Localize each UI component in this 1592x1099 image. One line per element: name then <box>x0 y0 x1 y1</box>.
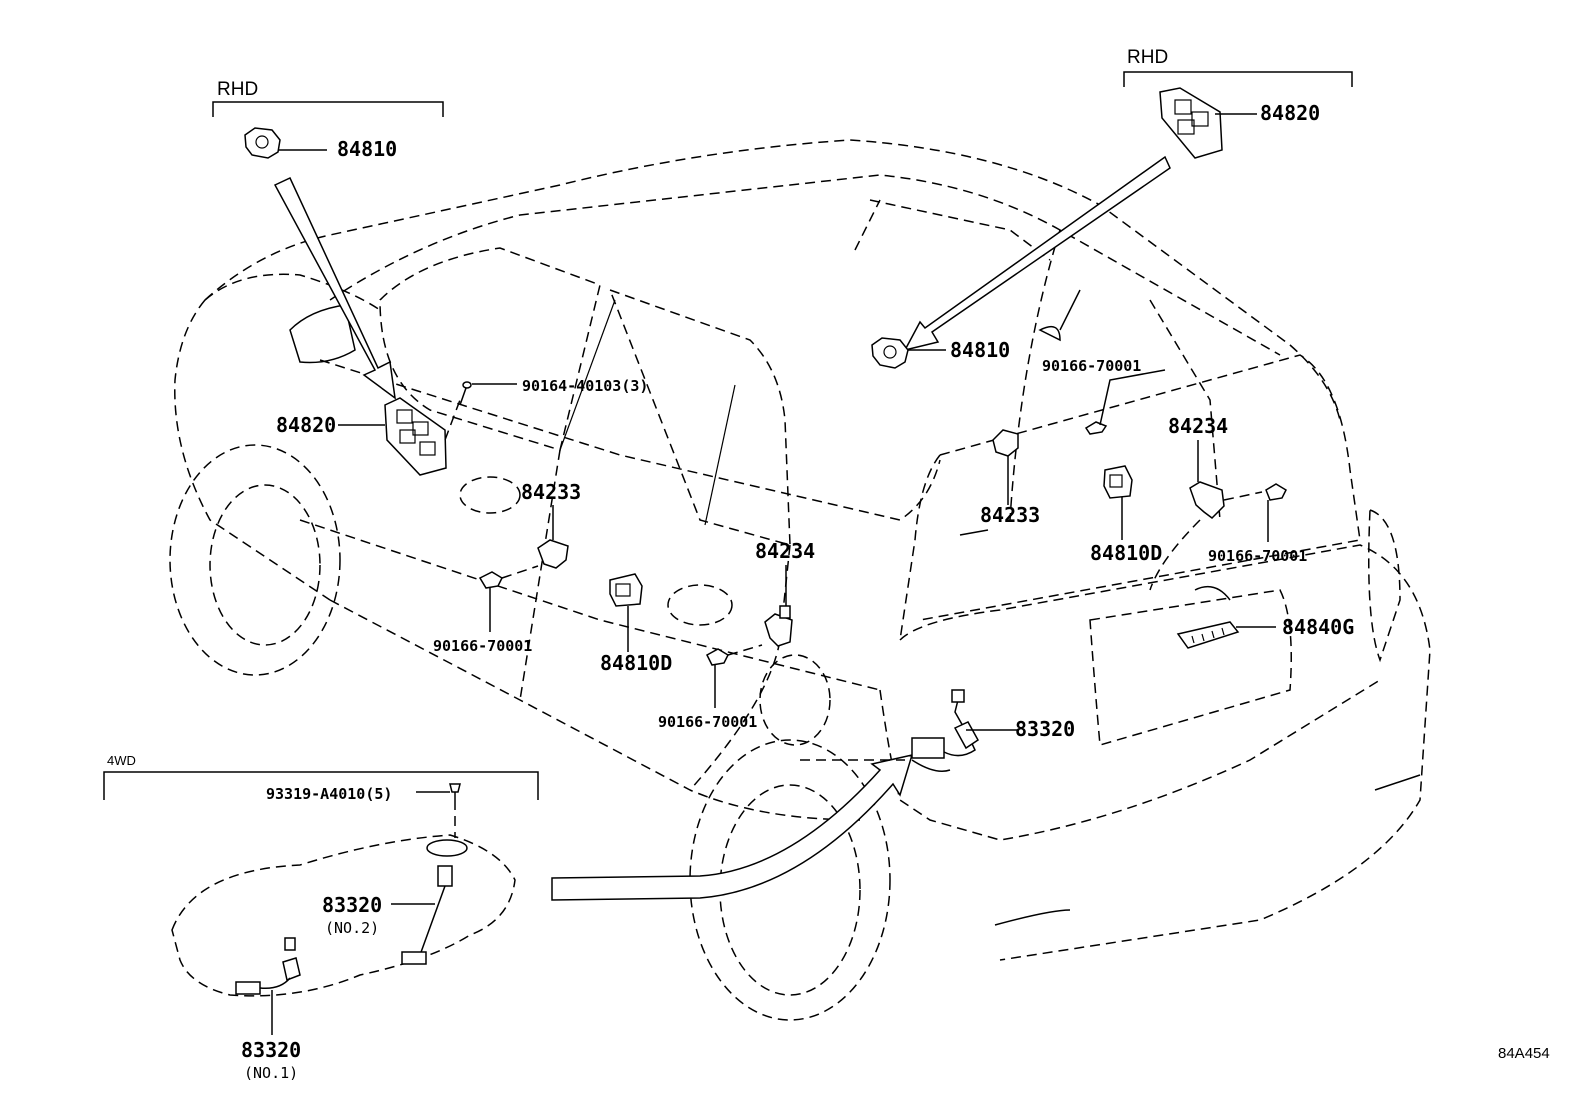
part-84810-main[interactable] <box>871 337 946 369</box>
label-83320-main: 83320 <box>1015 717 1075 741</box>
label-90166-rear: 90166-70001 <box>1208 547 1307 565</box>
part-84233-rear[interactable] <box>959 429 1019 536</box>
part-84820-rhd[interactable] <box>1159 87 1257 159</box>
group-bracket-4wd: 4WD <box>103 753 539 800</box>
label-84234-rear: 84234 <box>1168 414 1228 438</box>
label-84820-main: 84820 <box>276 413 336 437</box>
part-90166-roof[interactable] <box>1084 369 1166 435</box>
part-84234-mid[interactable] <box>764 565 793 647</box>
part-90166-front[interactable] <box>478 565 539 632</box>
part-84810D-front[interactable] <box>609 573 643 652</box>
part-84810-rhd[interactable] <box>244 127 327 159</box>
label-84233-rear: 84233 <box>980 503 1040 527</box>
callout-labels: 84810 84820 84810 84820 90164-40103(3) 9… <box>241 101 1550 1082</box>
label-84810-main: 84810 <box>950 338 1010 362</box>
part-90166-rear[interactable] <box>1149 483 1287 591</box>
part-84234-rear[interactable] <box>1189 440 1263 519</box>
group-bracket-rhd-left: RHD <box>212 79 444 117</box>
figure-code: 84A454 <box>1498 1045 1550 1062</box>
label-84234-mid: 84234 <box>755 539 815 563</box>
label-90166-mid: 90166-70001 <box>658 713 757 731</box>
label-83320-no1-sub: (NO.1) <box>244 1064 298 1082</box>
part-90166-mid[interactable] <box>706 644 763 708</box>
part-84810D-rear[interactable] <box>1103 465 1133 540</box>
label-84810D-rear: 84810D <box>1090 541 1162 565</box>
group-label-rhd-right: RHD <box>1127 47 1168 68</box>
group-label-4wd: 4WD <box>107 753 136 768</box>
locator-arrows <box>273 155 1171 901</box>
part-84233-front[interactable] <box>537 505 569 569</box>
part-83320-no1[interactable] <box>235 937 301 1035</box>
part-83320-main[interactable] <box>911 689 1018 772</box>
label-90166-roof: 90166-70001 <box>1042 357 1141 375</box>
vehicle-outline <box>169 139 1431 1021</box>
label-83320-no2: 83320 <box>322 893 382 917</box>
label-84840G: 84840G <box>1282 615 1354 639</box>
label-84233-front: 84233 <box>521 480 581 504</box>
label-84810D-front: 84810D <box>600 651 672 675</box>
label-84810-rhd: 84810 <box>337 137 397 161</box>
fuel-tank-inset <box>171 800 516 997</box>
label-83320-no2-sub: (NO.2) <box>325 919 379 937</box>
part-84840G[interactable] <box>1176 621 1276 649</box>
part-83320-no2[interactable] <box>391 865 453 965</box>
group-label-rhd-left: RHD <box>217 79 258 100</box>
part-93319-bolt[interactable] <box>416 783 461 800</box>
label-83320-no1: 83320 <box>241 1038 301 1062</box>
label-84820-rhd: 84820 <box>1260 101 1320 125</box>
label-90164: 90164-40103(3) <box>522 377 648 395</box>
part-90164-screw[interactable] <box>459 381 517 406</box>
label-93319: 93319-A4010(5) <box>266 785 392 803</box>
part-84820-main[interactable] <box>338 397 461 476</box>
group-bracket-rhd-right: RHD <box>1123 47 1353 87</box>
label-90166-front: 90166-70001 <box>433 637 532 655</box>
